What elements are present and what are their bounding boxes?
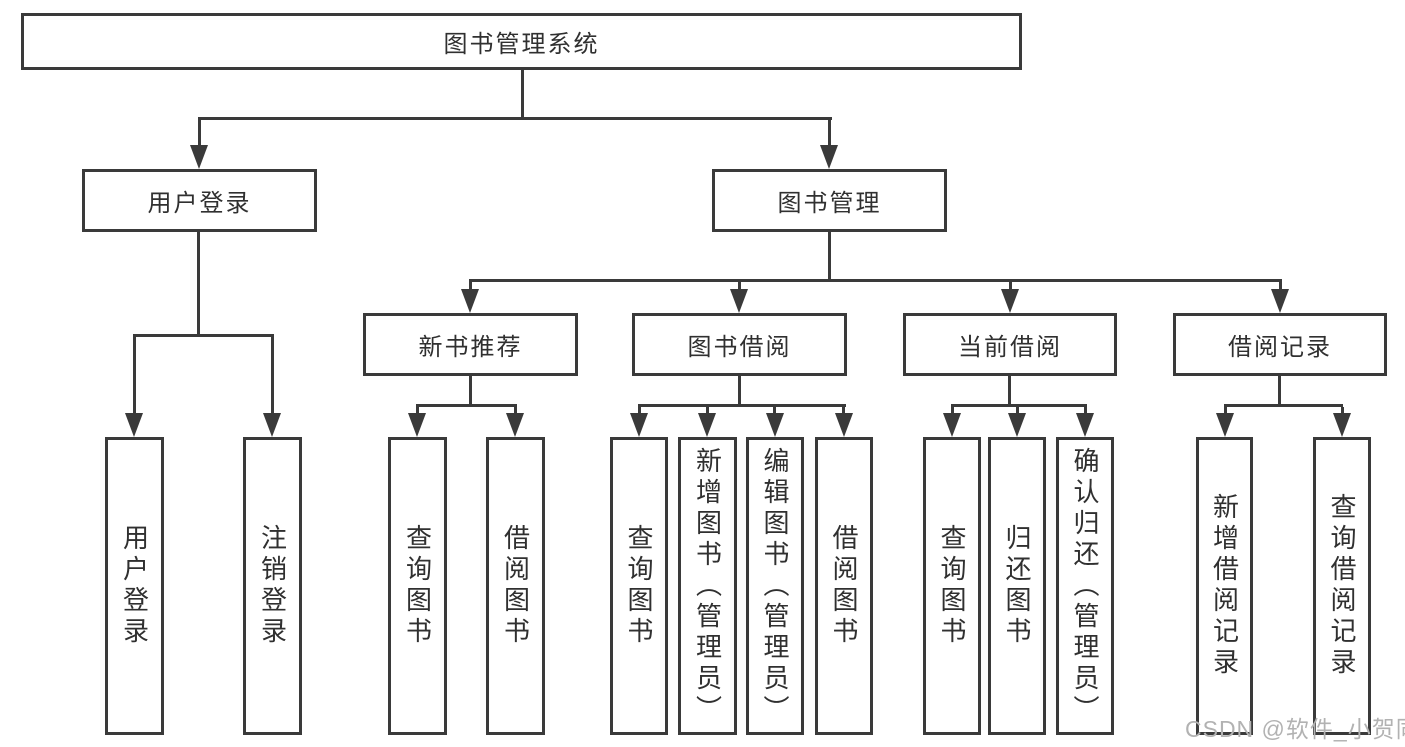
node-book-mgmt: 图书管理: [712, 169, 947, 232]
node-leaf-logout-label: 注销登录: [257, 524, 288, 648]
connector-leaf-stem: [1341, 407, 1344, 415]
arrow-down-icon: [1076, 413, 1094, 437]
connector-leaf-stem: [773, 407, 776, 415]
connector-leaf-stem: [1224, 407, 1227, 415]
connector-borrow-stem: [738, 282, 741, 291]
node-leaf-user-login-label: 用户登录: [119, 524, 150, 648]
connector-current-hline: [951, 404, 1087, 407]
connector-records-stem: [1279, 282, 1282, 291]
connector-new-rec-stem: [469, 282, 472, 291]
node-leaf-borrow-books: 借阅图书: [815, 437, 873, 735]
node-leaf-cur-query-books: 查询图书: [923, 437, 981, 735]
arrow-down-icon: [698, 413, 716, 437]
node-book-mgmt-label: 图书管理: [777, 190, 882, 217]
arrow-down-icon: [1001, 289, 1019, 313]
node-borrow-records: 借阅记录: [1173, 313, 1387, 376]
csdn-watermark: CSDN @软件_小贺同学: [1185, 716, 1405, 742]
node-leaf-rec-borrow-books-label: 借阅图书: [500, 524, 531, 648]
connector-leaf-stem: [706, 407, 709, 415]
arrow-down-icon: [730, 289, 748, 313]
node-leaf-user-login: 用户登录: [105, 437, 164, 735]
node-root-label: 图书管理系统: [443, 31, 600, 58]
connector-book-mgmt-hline: [469, 279, 1282, 282]
node-root: 图书管理系统: [21, 13, 1022, 70]
node-leaf-add-borrow-record-label: 新增借阅记录: [1209, 493, 1240, 679]
connector-borrow-hline: [638, 404, 846, 407]
node-leaf-return-books-label: 归还图书: [1002, 524, 1032, 648]
arrow-down-icon: [408, 413, 426, 437]
node-new-book-rec: 新书推荐: [363, 313, 578, 376]
arrow-down-icon: [630, 413, 648, 437]
node-leaf-add-borrow-record: 新增借阅记录: [1196, 437, 1253, 735]
node-leaf-rec-query-books-label: 查询图书: [402, 524, 433, 648]
node-current-borrow: 当前借阅: [903, 313, 1117, 376]
connector-borrow-down: [738, 376, 741, 406]
connector-leaf-stem: [271, 337, 274, 415]
arrow-down-icon: [263, 413, 281, 437]
node-leaf-edit-books-admin-label: 编辑图书（管理员）: [760, 446, 790, 726]
connector-leaf-stem: [842, 407, 845, 415]
arrow-down-icon: [506, 413, 524, 437]
node-user-login-label: 用户登录: [147, 190, 252, 217]
node-leaf-logout: 注销登录: [243, 437, 302, 735]
connector-new-rec-hline: [416, 404, 517, 407]
arrow-down-icon: [766, 413, 784, 437]
connector-current-stem: [1009, 282, 1012, 291]
arrow-down-icon: [820, 145, 838, 169]
node-borrow-records-label: 借阅记录: [1228, 334, 1332, 361]
arrow-down-icon: [1008, 413, 1026, 437]
connector-current-down: [1008, 376, 1011, 406]
connector-leaf-stem: [638, 407, 641, 415]
node-leaf-rec-query-books: 查询图书: [388, 437, 447, 735]
arrow-down-icon: [943, 413, 961, 437]
node-leaf-add-books-admin-label: 新增图书（管理员）: [692, 446, 723, 726]
node-leaf-borrow-query-books-label: 查询图书: [624, 524, 654, 648]
connector-records-hline: [1224, 404, 1343, 407]
node-user-login: 用户登录: [82, 169, 317, 232]
node-leaf-query-borrow-record-label: 查询借阅记录: [1327, 493, 1357, 679]
connector-leaf-stem: [1016, 407, 1019, 415]
node-leaf-cur-query-books-label: 查询图书: [937, 524, 967, 648]
node-leaf-confirm-return-admin-label: 确认归还（管理员）: [1070, 446, 1100, 726]
arrow-down-icon: [1216, 413, 1234, 437]
node-leaf-edit-books-admin: 编辑图书（管理员）: [746, 437, 804, 735]
arrow-down-icon: [125, 413, 143, 437]
arrow-down-icon: [1333, 413, 1351, 437]
arrow-down-icon: [190, 145, 208, 169]
connector-user-login-stem: [198, 120, 201, 147]
node-leaf-borrow-query-books: 查询图书: [610, 437, 668, 735]
node-book-borrow: 图书借阅: [632, 313, 847, 376]
node-leaf-borrow-books-label: 借阅图书: [829, 524, 859, 648]
connector-new-rec-down: [469, 376, 472, 406]
arrow-down-icon: [835, 413, 853, 437]
node-book-borrow-label: 图书借阅: [687, 334, 792, 361]
node-current-borrow-label: 当前借阅: [958, 334, 1062, 361]
node-leaf-rec-borrow-books: 借阅图书: [486, 437, 545, 735]
node-leaf-query-borrow-record: 查询借阅记录: [1313, 437, 1371, 735]
arrow-down-icon: [1271, 289, 1289, 313]
node-leaf-return-books: 归还图书: [988, 437, 1046, 735]
connector-leaf-stem: [514, 407, 517, 415]
connector-records-down: [1278, 376, 1281, 406]
connector-root-stem: [521, 69, 524, 119]
connector-leaf-stem: [1084, 407, 1087, 415]
connector-root-hline: [198, 117, 832, 120]
arrow-down-icon: [461, 289, 479, 313]
connector-book-mgmt-down: [828, 232, 831, 281]
connector-leaf-stem: [416, 407, 419, 415]
connector-book-mgmt-stem: [828, 120, 831, 147]
node-leaf-confirm-return-admin: 确认归还（管理员）: [1056, 437, 1114, 735]
node-new-book-rec-label: 新书推荐: [418, 334, 523, 361]
connector-leaf-stem: [133, 337, 136, 415]
connector-user-login-hline: [133, 334, 274, 337]
connector-leaf-stem: [951, 407, 954, 415]
connector-user-login-down: [197, 232, 200, 335]
node-leaf-add-books-admin: 新增图书（管理员）: [678, 437, 737, 735]
